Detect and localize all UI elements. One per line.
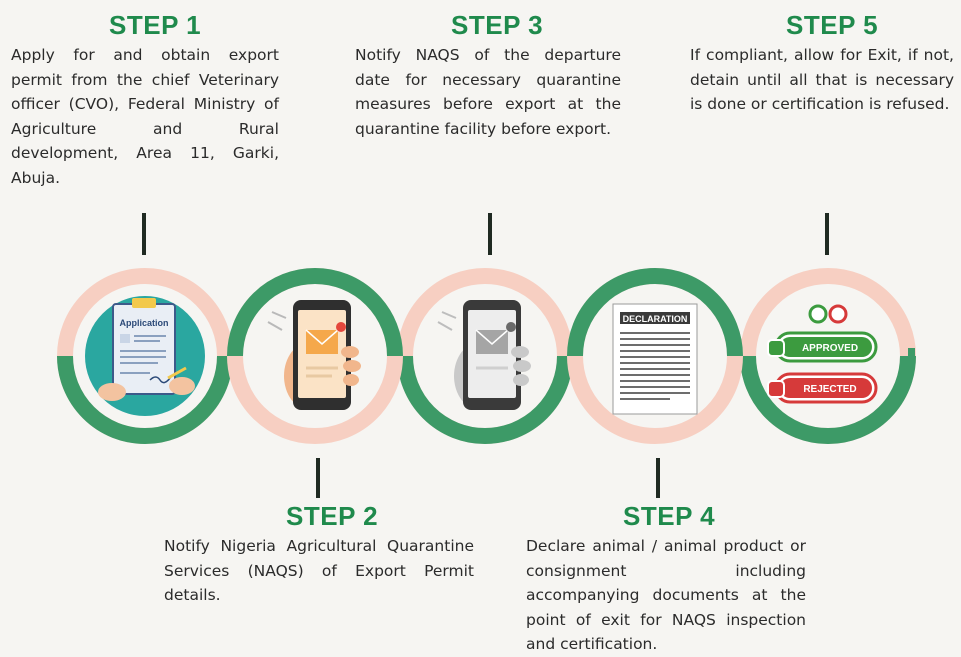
declaration-label: DECLARATION bbox=[623, 314, 688, 324]
step-5-title: STEP 5 bbox=[786, 10, 879, 40]
rejected-label: REJECTED bbox=[803, 384, 856, 395]
step-3-text: Notify NAQS of the departure date for ne… bbox=[355, 46, 621, 138]
step-4-text: Declare animal / animal product or consi… bbox=[526, 537, 806, 653]
phone-notification-icon bbox=[437, 300, 531, 410]
step-3-title: STEP 3 bbox=[451, 10, 544, 40]
thumbs-up-small-icon bbox=[808, 304, 828, 324]
step-2-text: Notify Nigeria Agricultural Quarantine S… bbox=[164, 537, 474, 604]
ring-5 bbox=[740, 268, 916, 444]
thumbs-up-icon bbox=[767, 339, 785, 357]
thumbs-down-small-icon bbox=[828, 304, 848, 324]
application-label: Application bbox=[120, 318, 169, 328]
step-1-title: STEP 1 bbox=[109, 10, 202, 40]
thumbs-down-icon bbox=[767, 380, 785, 398]
step-4-connector bbox=[656, 458, 660, 498]
step-4-title: STEP 4 bbox=[623, 501, 716, 531]
declaration-document-icon: DECLARATION bbox=[612, 303, 698, 415]
step-2-title: STEP 2 bbox=[286, 501, 379, 531]
step-1-text: Apply for and obtain export permit from … bbox=[11, 46, 279, 187]
approved-label: APPROVED bbox=[802, 343, 858, 354]
ring-1 bbox=[57, 268, 233, 444]
step-2-connector bbox=[316, 458, 320, 498]
phone-message-icon bbox=[267, 300, 361, 410]
application-form-icon: Application bbox=[85, 296, 205, 416]
step-5-connector bbox=[825, 213, 829, 255]
step-5-text: If compliant, allow for Exit, if not, de… bbox=[690, 46, 954, 113]
ring-4 bbox=[567, 268, 743, 444]
ring-3 bbox=[397, 268, 573, 444]
step-3-connector bbox=[488, 213, 492, 255]
step-1-connector bbox=[142, 213, 146, 255]
approved-rejected-icon: APPROVED REJECTED bbox=[767, 304, 878, 404]
ring-2 bbox=[227, 268, 403, 444]
